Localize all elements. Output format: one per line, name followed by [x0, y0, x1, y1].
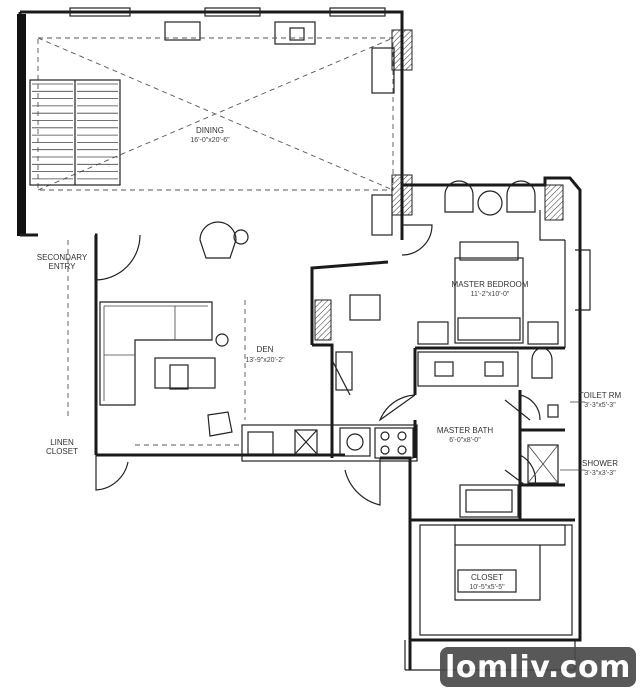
linen-closet-line1: LINEN [50, 438, 74, 447]
master-bedroom-dims: 11'-2"x10'-0" [471, 291, 510, 298]
den-label: DEN [257, 345, 274, 354]
dining-label: DINING [196, 126, 224, 135]
top-windows [69, 7, 386, 45]
shower-label: SHOWER [582, 459, 618, 468]
master-bath-label: MASTER BATH [437, 426, 494, 435]
columns [314, 29, 564, 341]
doors [94, 224, 541, 506]
misc-labels: SECONDARY ENTRY LINEN CLOSET [37, 240, 353, 456]
watermark-text: lomliv.com [445, 649, 631, 685]
den-furniture: DEN 13'-9"x20'-2" [99, 221, 285, 446]
master-bedroom-label: MASTER BEDROOM [452, 280, 529, 289]
secondary-entry-line2: ENTRY [49, 262, 77, 271]
dining-dims: 16'-0"x20'-6" [190, 137, 230, 144]
walk-in-closet: CLOSET 10'-5"x5'-5" [419, 524, 573, 636]
master-bath-dims: 6'-0"x8'-0" [449, 437, 481, 444]
left-window-wall [17, 14, 26, 236]
linen-closet-line2: CLOSET [46, 447, 78, 456]
secondary-entry-line1: SECONDARY [37, 253, 88, 262]
exterior-walls [17, 10, 582, 671]
master-bedroom: MASTER BEDROOM 11'-2"x10'-0" [349, 180, 559, 345]
toilet-rm-dims: 3'-3"x5'-3" [584, 402, 616, 409]
kitchen-counter [241, 424, 418, 462]
closet-dims: 10'-5"x5'-5" [469, 584, 505, 591]
staircase [29, 79, 121, 186]
shower-dims: 3'-3"x3'-3" [584, 470, 616, 477]
den-dims: 13'-9"x20'-2" [245, 357, 285, 364]
master-bath: MASTER BATH 6'-0"x8'-0" TOILET RM 3'-3"x… [417, 347, 622, 518]
watermark-badge: lomliv.com [440, 647, 636, 687]
toilet-rm-label: TOILET RM [579, 391, 622, 400]
closet-label: CLOSET [471, 573, 503, 582]
dining-room: DINING 16'-0"x20'-6" [37, 37, 394, 191]
